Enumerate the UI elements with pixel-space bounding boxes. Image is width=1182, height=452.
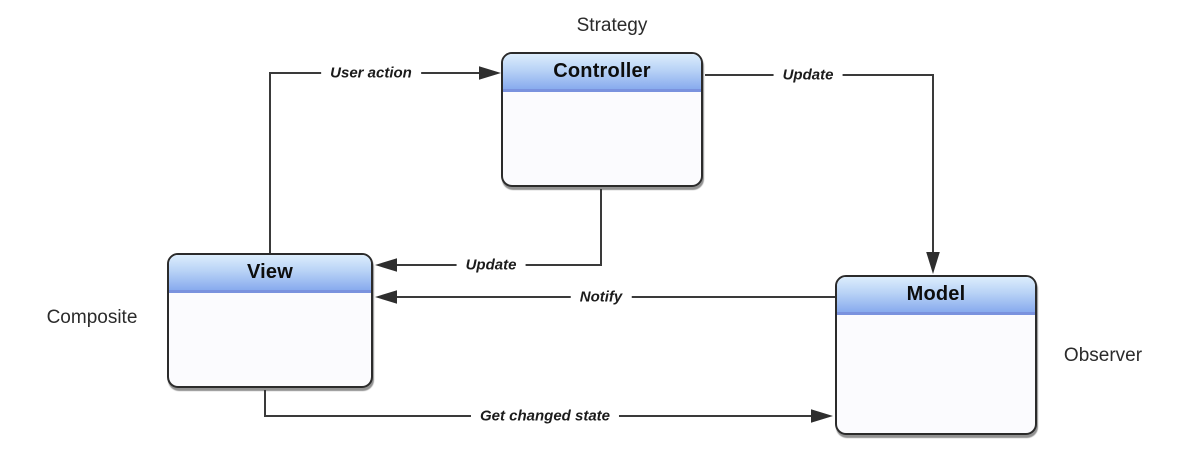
get-changed-state-arrowhead [811,409,833,423]
model-box: Model [835,275,1037,435]
controller-box: Controller [501,52,703,187]
user-action-arrow-label: User action [321,64,421,82]
strategy-pattern-label: Strategy [576,15,648,36]
update-to-view-arrow-label: Update [456,256,526,274]
controller-title: Controller [553,60,651,82]
update-to-model-arrow-label: Update [773,66,843,84]
notify-arrow-label: Notify [570,288,632,306]
user-action-arrowhead [479,66,501,80]
get-changed-state-arrow-label: Get changed state [470,407,620,425]
view-header: View [169,255,371,293]
model-title: Model [906,283,966,305]
composite-pattern-label: Composite [46,307,138,328]
notify-arrowhead [375,290,397,304]
view-title: View [246,261,293,283]
update-to-model-arrowhead [926,252,940,274]
observer-pattern-label: Observer [1063,345,1143,366]
update-to-view-arrowhead [375,258,397,272]
view-box: View [167,253,373,388]
update-to-model-arrow-line [705,74,934,256]
update-to-view-arrow-line [394,189,602,266]
model-header: Model [837,277,1035,315]
controller-header: Controller [503,54,701,92]
user-action-arrow-line [269,72,482,253]
get-changed-state-arrow-line [264,390,814,417]
